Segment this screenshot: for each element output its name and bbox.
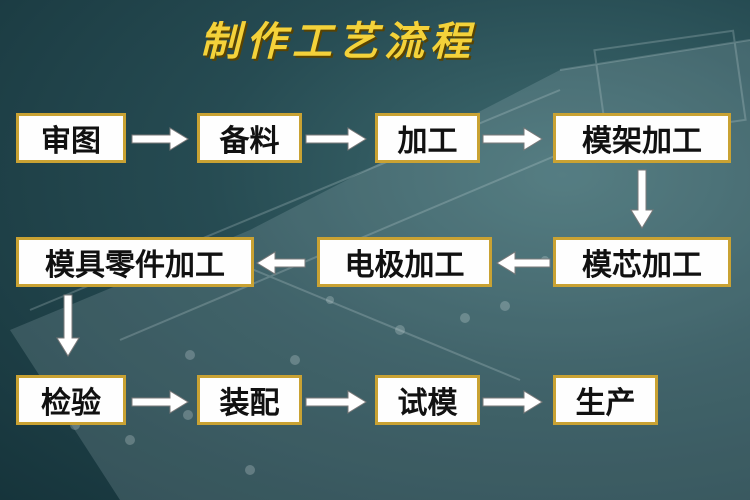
arrow-right-2 — [306, 128, 366, 150]
step-assembly: 装配 — [197, 375, 302, 425]
arrow-right-1 — [132, 128, 188, 150]
step-review-drawing: 审图 — [16, 113, 126, 163]
step-inspection: 检验 — [16, 375, 126, 425]
arrow-left-1 — [497, 252, 550, 274]
arrow-right-5 — [306, 391, 366, 413]
arrow-right-4 — [132, 391, 188, 413]
step-mold-frame-machining: 模架加工 — [553, 113, 731, 163]
arrow-right-3 — [483, 128, 542, 150]
arrow-left-2 — [257, 252, 305, 274]
step-mold-core-machining: 模芯加工 — [553, 237, 731, 287]
arrow-down-2 — [57, 295, 79, 356]
step-mold-parts-machining: 模具零件加工 — [16, 237, 254, 287]
arrow-right-6 — [483, 391, 542, 413]
step-electrode-machining: 电极加工 — [317, 237, 492, 287]
step-machining: 加工 — [375, 113, 480, 163]
step-mold-trial: 试模 — [375, 375, 480, 425]
step-prepare-material: 备料 — [197, 113, 302, 163]
arrow-down-1 — [631, 170, 653, 228]
step-production: 生产 — [553, 375, 658, 425]
